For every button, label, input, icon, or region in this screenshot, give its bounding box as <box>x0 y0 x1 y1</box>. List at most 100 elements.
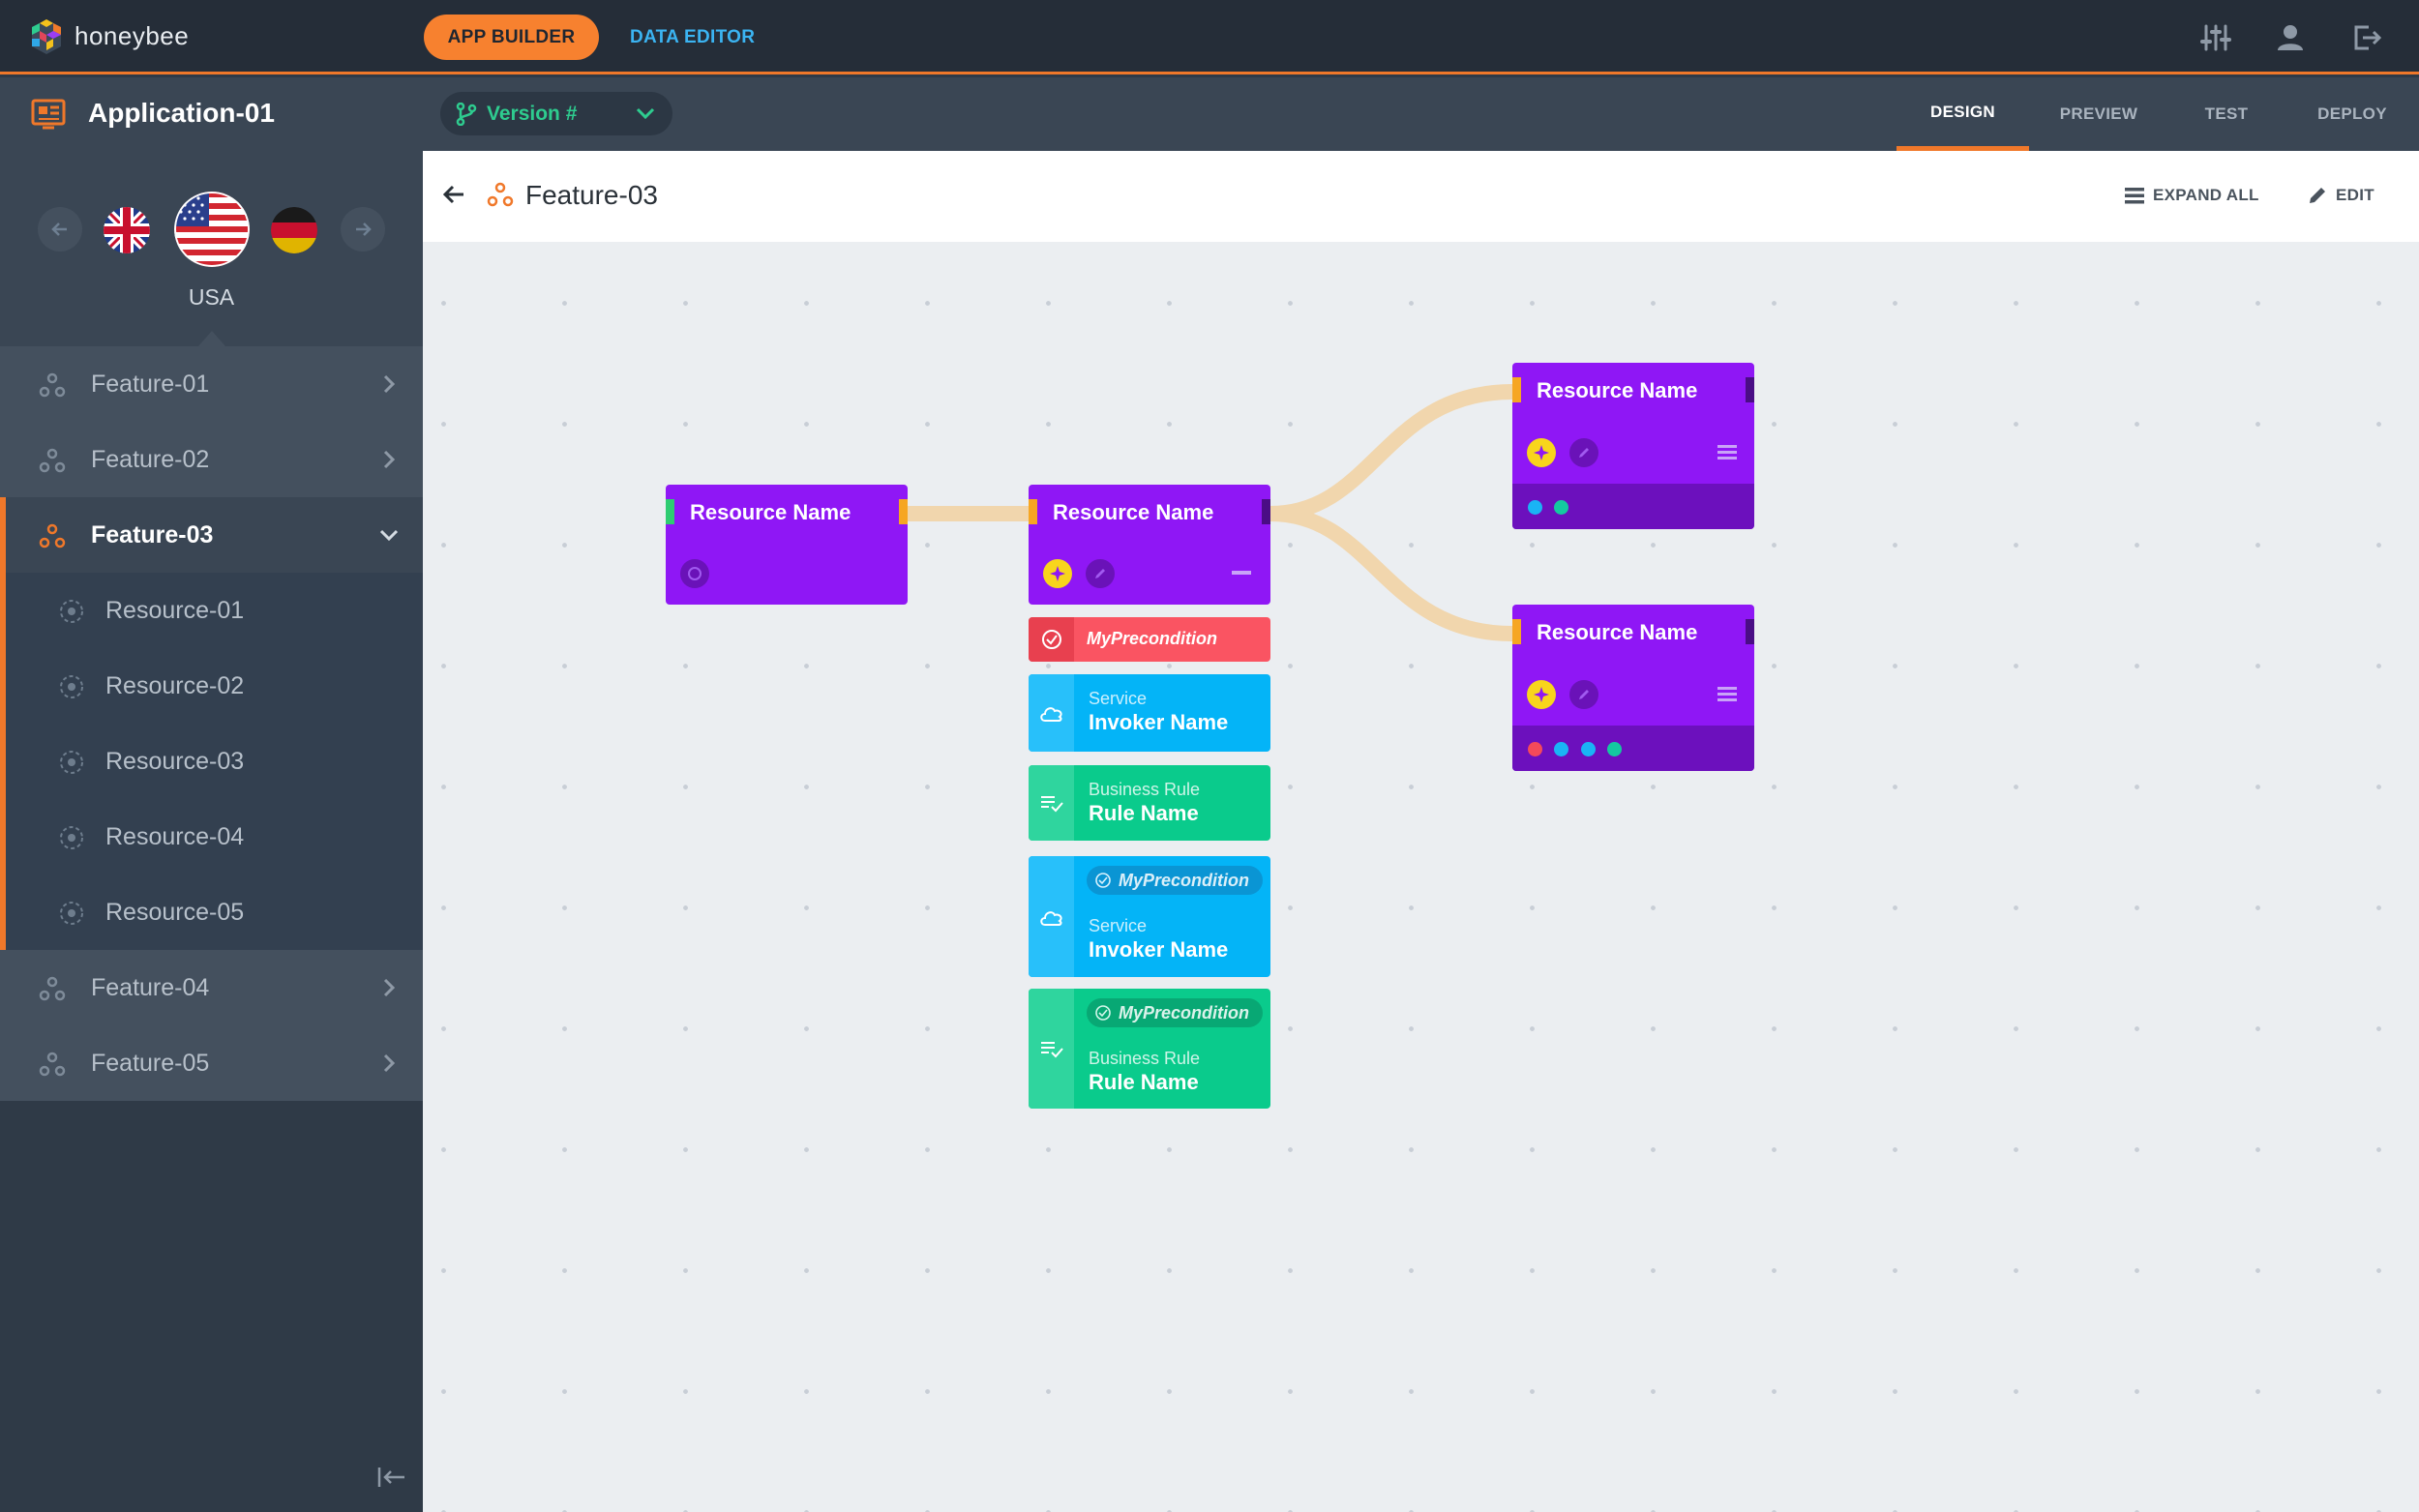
menu-icon[interactable] <box>1717 686 1737 703</box>
sidebar-item-label: Resource-05 <box>105 898 245 926</box>
language-prev-button[interactable] <box>38 207 82 252</box>
precondition-card[interactable]: MyPrecondition <box>1029 617 1270 662</box>
status-dot <box>1528 742 1542 756</box>
output-port[interactable] <box>899 499 908 524</box>
feature-icon <box>39 523 66 548</box>
feature-icon <box>39 1052 66 1077</box>
sidebar-item-resource-01[interactable]: Resource-01 <box>6 573 423 648</box>
sidebar-item-resource-05[interactable]: Resource-05 <box>6 875 423 950</box>
resource-node[interactable]: Resource Name <box>1029 485 1270 605</box>
check-circle-icon <box>1095 1005 1111 1021</box>
top-bar <box>0 0 2419 74</box>
precondition-label: MyPrecondition <box>1119 870 1250 890</box>
resource-node[interactable]: Resource Name <box>1512 605 1754 771</box>
sidebar-item-feature-04[interactable]: Feature-04 <box>0 950 423 1025</box>
collapse-sidebar-icon[interactable] <box>375 1464 408 1491</box>
sidebar-item-feature-03[interactable]: Feature-03 <box>0 497 423 573</box>
language-next-button[interactable] <box>341 207 385 252</box>
rule-name: Rule Name <box>1089 801 1199 825</box>
page-title: Feature-03 <box>525 180 658 210</box>
output-port[interactable] <box>1262 499 1270 524</box>
status-dot <box>1581 742 1596 756</box>
puzzle-icon[interactable] <box>680 559 709 588</box>
feature-icon <box>39 372 66 398</box>
sparkle-icon[interactable] <box>1043 559 1072 588</box>
service-card[interactable]: MyPrecondition Service Invoker Name <box>1029 856 1270 977</box>
check-circle-icon <box>1041 630 1061 649</box>
sidebar-item-feature-01[interactable]: Feature-01 <box>0 346 423 422</box>
service-strip <box>1029 674 1074 752</box>
germany-flag[interactable] <box>271 207 317 253</box>
expand-all-button[interactable]: EXPAND ALL <box>2124 180 2259 211</box>
service-card[interactable]: Service Invoker Name <box>1029 674 1270 752</box>
tab-design[interactable]: DESIGN <box>1896 77 2029 151</box>
tab-preview[interactable]: PREVIEW <box>2059 104 2138 123</box>
uk-flag[interactable] <box>104 207 150 253</box>
edit-button[interactable]: EDIT <box>2307 180 2374 211</box>
input-port[interactable] <box>1512 377 1521 402</box>
precondition-pill[interactable]: MyPrecondition <box>1087 998 1264 1027</box>
usa-flag[interactable] <box>174 192 250 267</box>
tab-test[interactable]: TEST <box>2204 104 2249 123</box>
sidebar-item-resource-03[interactable]: Resource-03 <box>6 724 423 799</box>
back-arrow-icon[interactable] <box>440 181 467 208</box>
sidebar: USA Feature-01 Feature-02 Feature-03 Res… <box>0 151 423 1512</box>
business-rule-strip <box>1029 989 1074 1109</box>
minus-icon[interactable] <box>1232 571 1251 577</box>
business-rule-type-label: Business Rule <box>1089 780 1201 799</box>
status-dot <box>1554 500 1568 515</box>
user-icon[interactable] <box>2274 21 2307 54</box>
nav-app-builder-button[interactable]: APP BUILDER <box>424 15 599 60</box>
input-port[interactable] <box>666 499 674 524</box>
sidebar-item-resource-04[interactable]: Resource-04 <box>6 799 423 875</box>
chevron-right-icon <box>383 450 396 469</box>
edit-pencil-icon[interactable] <box>1569 438 1598 467</box>
sidebar-item-feature-05[interactable]: Feature-05 <box>0 1025 423 1101</box>
chevron-down-icon <box>636 107 655 120</box>
precondition-pill[interactable]: MyPrecondition <box>1087 866 1264 895</box>
logout-icon[interactable] <box>2349 21 2382 54</box>
sparkle-icon[interactable] <box>1527 438 1556 467</box>
resource-icon <box>60 826 83 849</box>
resource-list: Resource-01 Resource-02 Resource-03 Reso… <box>0 573 423 950</box>
edit-pencil-icon[interactable] <box>1086 559 1115 588</box>
feature-icon <box>487 182 514 207</box>
chevron-right-icon <box>383 1053 396 1073</box>
sidebar-item-label: Feature-01 <box>91 370 210 398</box>
input-port[interactable] <box>1029 499 1037 524</box>
nav-data-editor-link[interactable]: DATA EDITOR <box>630 26 756 47</box>
language-pointer <box>198 331 225 346</box>
edit-pencil-icon[interactable] <box>1569 680 1598 709</box>
version-select[interactable]: Version # <box>440 92 672 135</box>
business-rule-card[interactable]: MyPrecondition Business Rule Rule Name <box>1029 989 1270 1109</box>
invoker-name: Invoker Name <box>1089 937 1229 962</box>
node-title: Resource Name <box>1537 620 1698 644</box>
sliders-icon[interactable] <box>2199 21 2232 54</box>
design-canvas[interactable] <box>423 151 2419 1512</box>
service-strip <box>1029 856 1074 977</box>
node-footer <box>1512 726 1754 771</box>
sparkle-icon[interactable] <box>1527 680 1556 709</box>
output-port[interactable] <box>1746 619 1754 644</box>
business-rule-type-label: Business Rule <box>1089 1049 1201 1068</box>
status-dot <box>1554 742 1568 756</box>
resource-icon <box>60 600 83 623</box>
business-rule-card[interactable]: Business Rule Rule Name <box>1029 765 1270 841</box>
invoker-name: Invoker Name <box>1089 710 1229 734</box>
tab-deploy[interactable]: DEPLOY <box>2317 104 2387 123</box>
list-icon <box>2125 188 2144 204</box>
resource-node[interactable]: Resource Name <box>1512 363 1754 529</box>
resource-node[interactable]: Resource Name <box>666 485 908 605</box>
application-title: Application-01 <box>88 98 275 128</box>
status-dot <box>1607 742 1622 756</box>
rule-list-check-icon <box>1040 1042 1063 1058</box>
chevron-right-icon <box>383 374 396 394</box>
menu-icon[interactable] <box>1717 444 1737 461</box>
application-bar <box>0 77 2419 151</box>
sidebar-item-feature-02[interactable]: Feature-02 <box>0 422 423 497</box>
output-port[interactable] <box>1746 377 1754 402</box>
input-port[interactable] <box>1512 619 1521 644</box>
chevron-down-icon <box>379 529 399 542</box>
sidebar-item-resource-02[interactable]: Resource-02 <box>6 648 423 724</box>
brand-name: honeybee <box>75 21 190 50</box>
